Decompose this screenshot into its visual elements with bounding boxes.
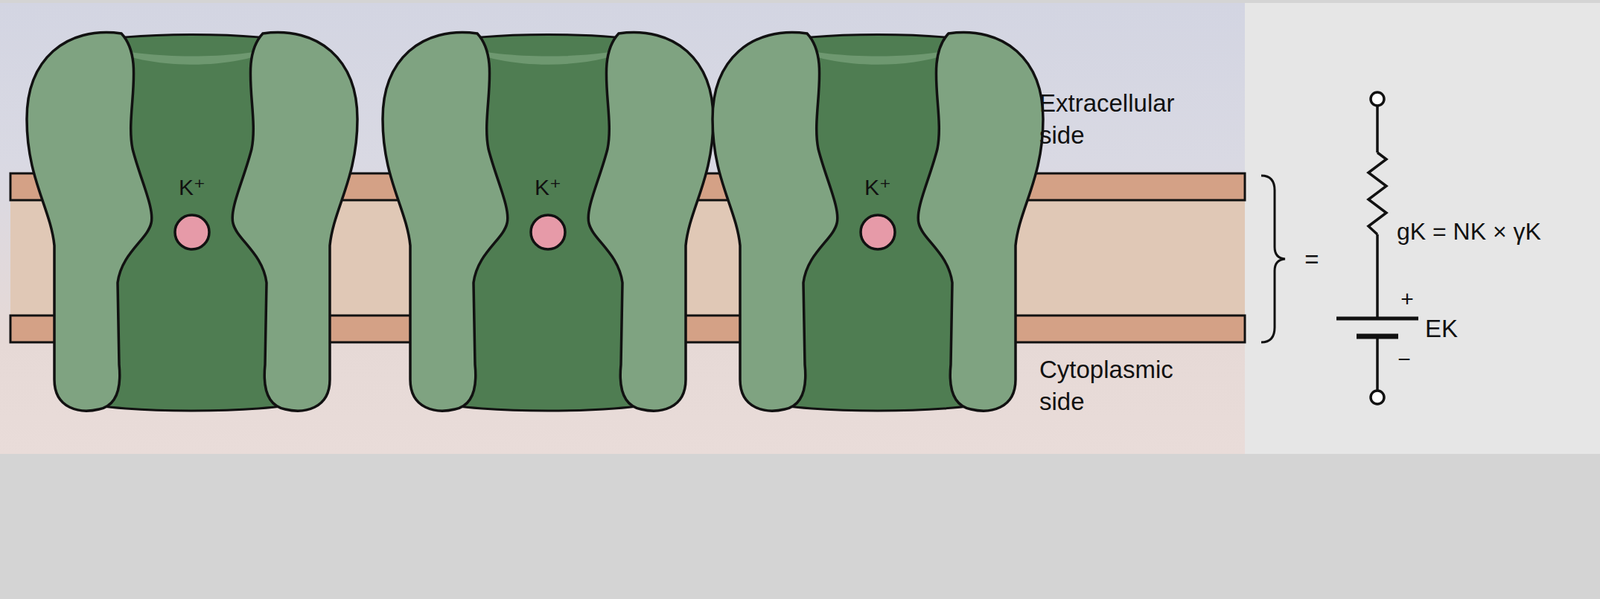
- polarity-sign: −: [1397, 344, 1411, 374]
- battery-label: EK: [1425, 314, 1458, 343]
- k-channel: [26, 32, 358, 411]
- side-label: Extracellular side: [1039, 87, 1219, 152]
- ion-label: K⁺: [178, 174, 206, 200]
- ion-label: K⁺: [864, 174, 892, 200]
- background-panel: [0, 2, 1245, 455]
- battery-label: EK: [1425, 313, 1458, 346]
- side-label: Cytoplasmic side: [1039, 355, 1174, 416]
- ion-label: K⁺: [178, 172, 206, 202]
- circuit-symbol: [1336, 92, 1419, 405]
- equals-sign: =: [1304, 244, 1319, 277]
- polarity-sign: +: [1400, 284, 1414, 314]
- ion-label: K⁺: [534, 172, 562, 202]
- conductance-formula: gK = NK × γK: [1396, 216, 1542, 248]
- ion-label: K⁺: [534, 174, 562, 200]
- polarity-sign: −: [1397, 346, 1411, 372]
- k-channel: [382, 32, 714, 411]
- ion-label: K⁺: [864, 172, 892, 202]
- polarity-sign: +: [1400, 286, 1414, 312]
- k-channel: [712, 32, 1044, 411]
- side-label: Extracellular side: [1039, 89, 1175, 149]
- conductance-formula: gK = NK × γK: [1396, 218, 1542, 245]
- equals-sign: =: [1304, 245, 1319, 274]
- side-label: Cytoplasmic side: [1039, 354, 1219, 419]
- circuit-panel: [1244, 2, 1600, 455]
- bracket: [1261, 175, 1286, 343]
